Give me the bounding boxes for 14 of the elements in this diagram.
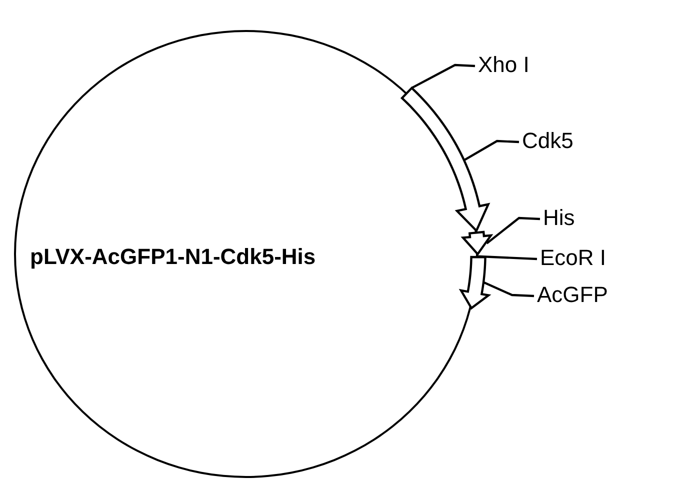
feature-label: Cdk5	[522, 128, 574, 154]
leader-line	[412, 64, 476, 89]
feature-label: EcoR I	[540, 245, 606, 271]
leader-line	[486, 216, 540, 244]
tag-segment	[463, 232, 492, 254]
plasmid-name: pLVX-AcGFP1-N1-Cdk5-His	[30, 244, 316, 270]
leader-line	[464, 140, 520, 161]
feature-arrow	[402, 88, 489, 231]
feature-label: Xho I	[478, 52, 530, 78]
feature-label: His	[543, 205, 575, 231]
feature-arrow	[460, 257, 488, 308]
leader-line	[482, 281, 534, 298]
leader-line	[478, 255, 538, 260]
feature-label: AcGFP	[537, 282, 608, 308]
